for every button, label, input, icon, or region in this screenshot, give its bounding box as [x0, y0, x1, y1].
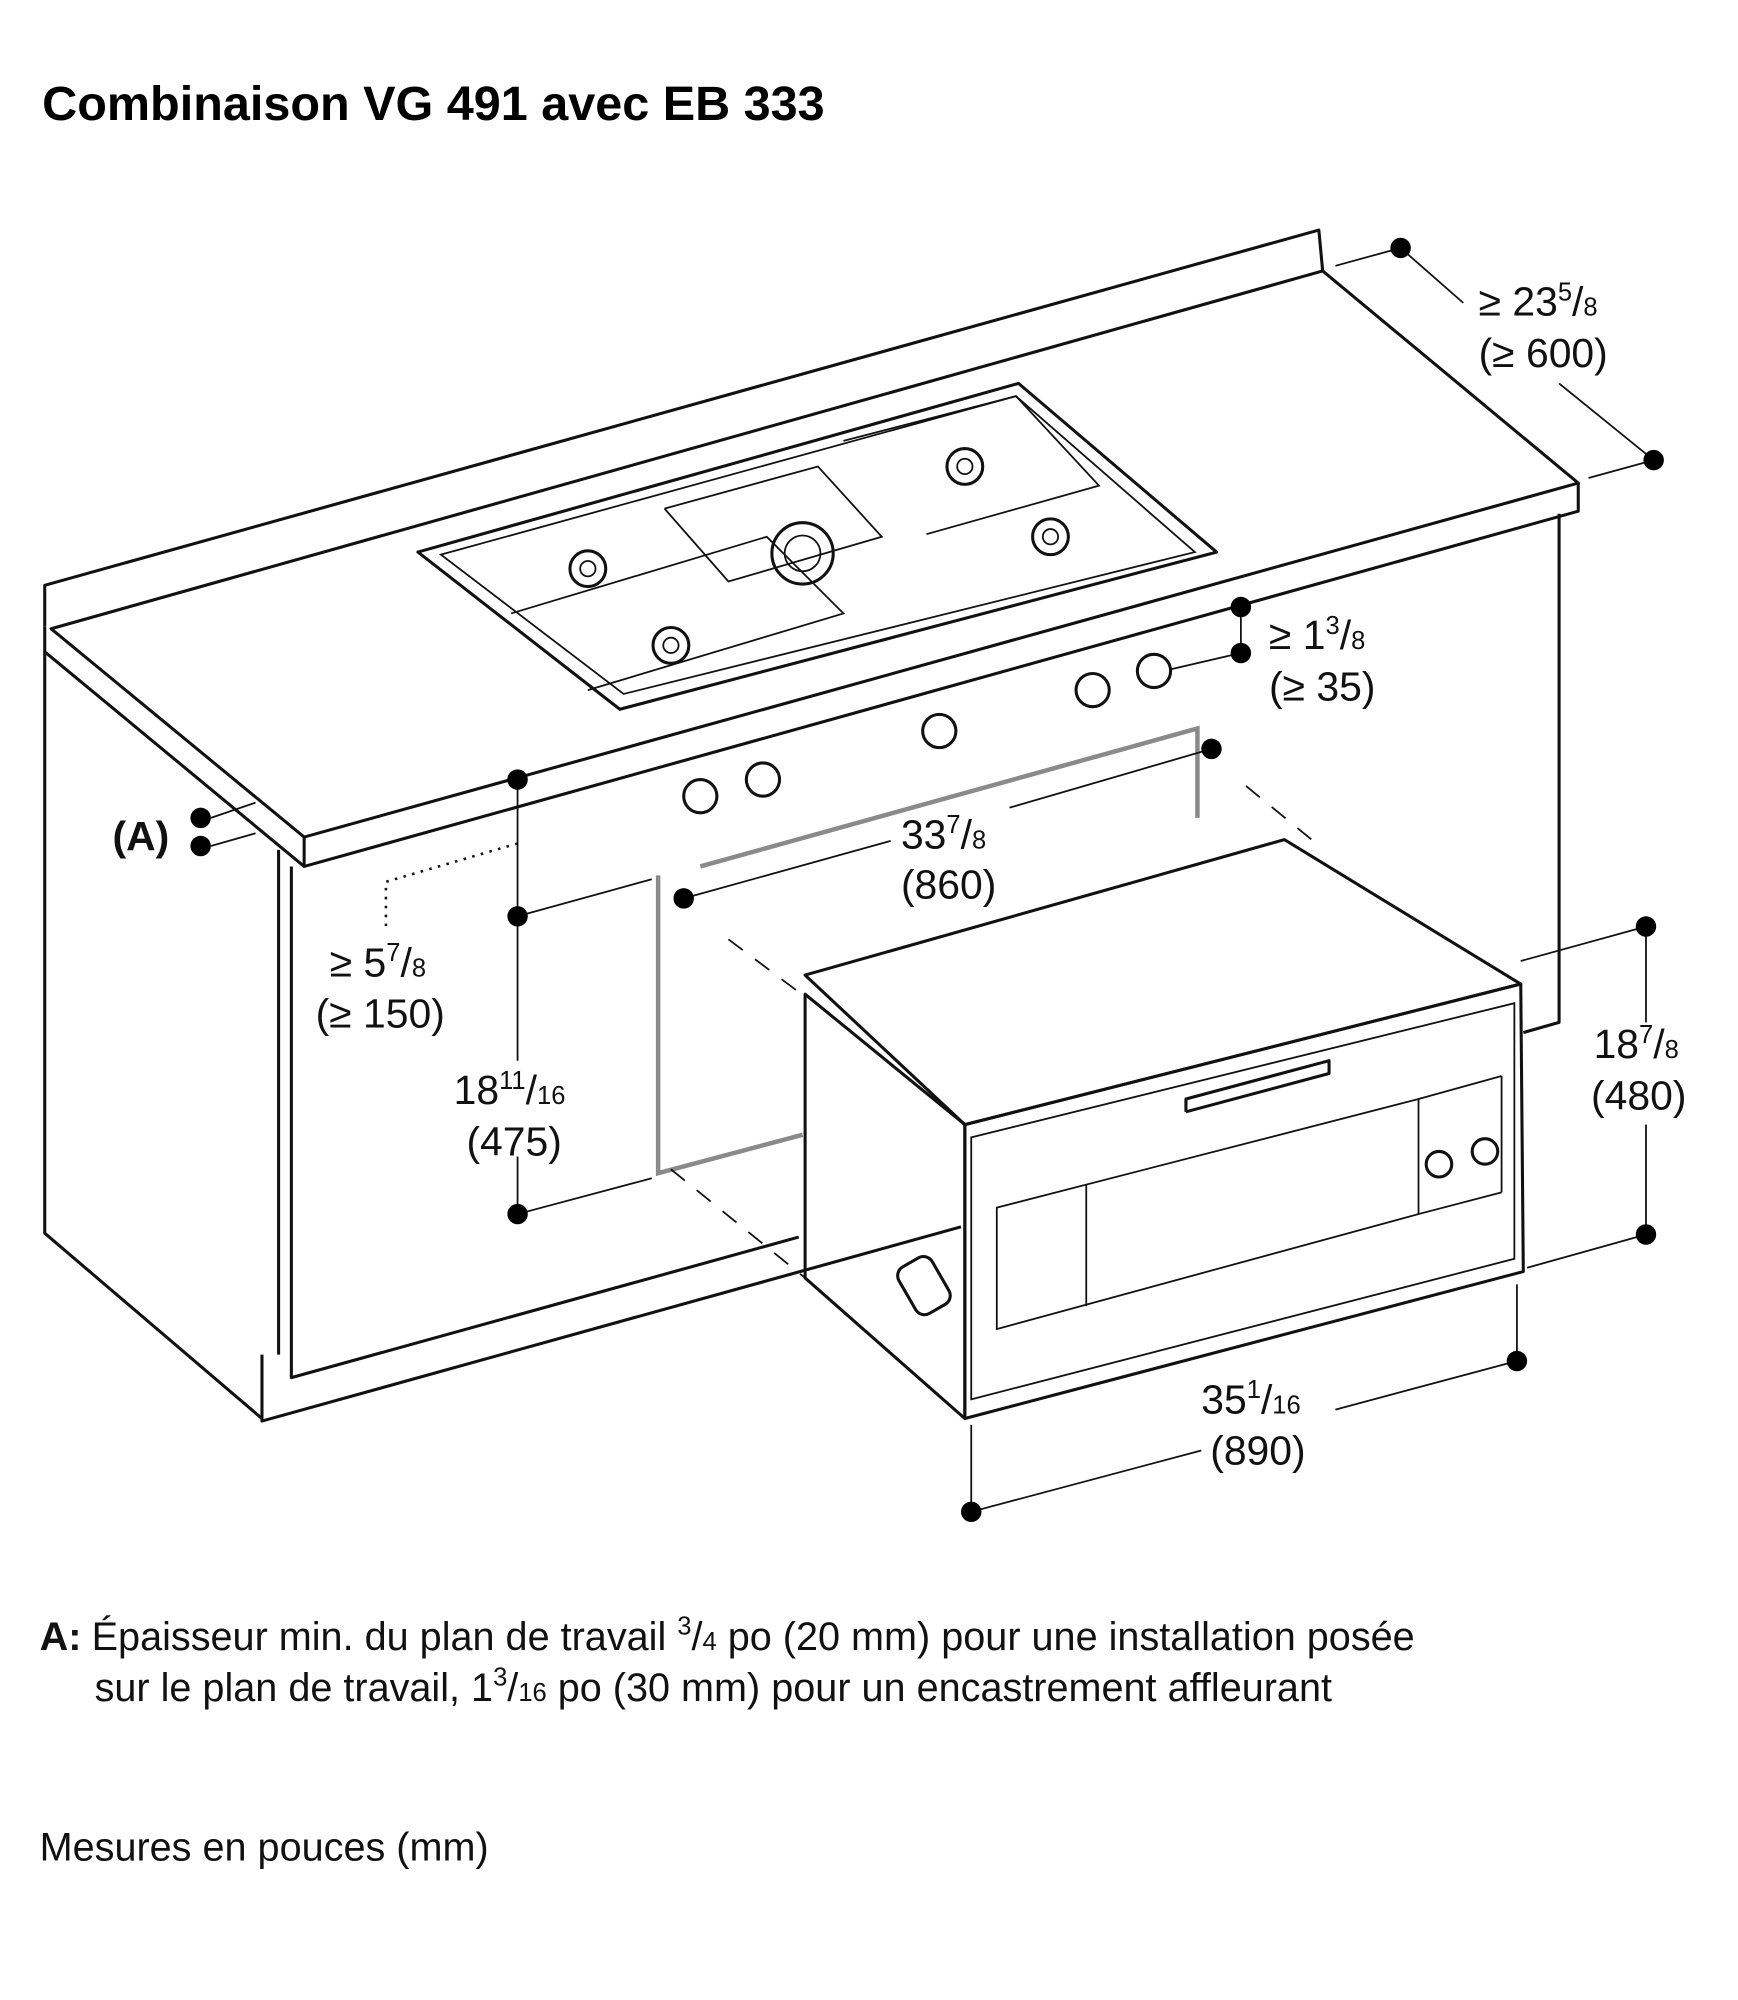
cabinet [43, 513, 1561, 1423]
footnote-a: A:Épaisseur min. du plan de travail 3/4 … [40, 1612, 1415, 1709]
knob-icon [1470, 1137, 1500, 1166]
svg-text:(≥ 150): (≥ 150) [316, 990, 445, 1036]
svg-text:(890): (890) [1210, 1428, 1305, 1474]
burner-icon [568, 549, 608, 589]
svg-text:A:Épaisseur min. du plan de tr: A:Épaisseur min. du plan de travail 3/4 … [40, 1612, 1415, 1658]
gas-cooktop [416, 381, 1219, 711]
countertop [43, 228, 1580, 868]
dim-knob-gap: ≥ 13/8 (≥ 35) [1269, 612, 1375, 709]
knob-icon [921, 712, 958, 750]
svg-text:(≥ 35): (≥ 35) [1269, 663, 1375, 709]
knob-icon [1424, 1149, 1454, 1179]
burner-icon [651, 625, 691, 665]
knob-icon [1074, 671, 1111, 709]
dimension-lines [190, 237, 1664, 1523]
diagram-title: Combinaison VG 491 avec EB 333 [42, 77, 825, 131]
dim-oven-width: 351/16 (890) [1201, 1376, 1305, 1473]
dim-cutout-height: 1811/16 (475) [454, 1067, 566, 1164]
svg-text:(860): (860) [901, 861, 996, 907]
svg-text:(≥ 600): (≥ 600) [1479, 330, 1608, 376]
svg-text:1811/16: 1811/16 [454, 1067, 566, 1113]
dim-depth: ≥ 235/8 (≥ 600) [1479, 278, 1608, 375]
units-note: Mesures en pouces (mm) [40, 1826, 489, 1870]
svg-text:sur le plan de travail, 13/16: sur le plan de travail, 13/16 po (30 mm)… [95, 1664, 1332, 1710]
built-in-oven [803, 838, 1525, 1421]
dim-oven-height: 187/8 (480) [1591, 1021, 1686, 1118]
oven-cutout [655, 875, 804, 1177]
label-a: (A) [112, 813, 169, 859]
svg-text:(475): (475) [466, 1118, 561, 1164]
handle-icon [1184, 1059, 1331, 1114]
knob-icon [682, 778, 719, 815]
control-knobs [682, 652, 1173, 815]
svg-text:187/8: 187/8 [1594, 1021, 1679, 1067]
dim-clearance: ≥ 57/8 (≥ 150) [316, 939, 445, 1036]
svg-text:351/16: 351/16 [1201, 1376, 1300, 1422]
knob-icon [1135, 652, 1173, 690]
burner-icon [945, 447, 985, 486]
svg-text:≥ 57/8: ≥ 57/8 [330, 939, 426, 985]
knob-icon [744, 761, 782, 798]
svg-text:337/8: 337/8 [901, 811, 986, 857]
svg-text:(480): (480) [1591, 1072, 1686, 1118]
burner-icon [1031, 517, 1070, 557]
svg-text:≥ 235/8: ≥ 235/8 [1479, 278, 1598, 324]
dim-cutout-width: 337/8 (860) [901, 811, 996, 907]
svg-text:≥ 13/8: ≥ 13/8 [1269, 612, 1365, 658]
burner-icon [770, 521, 835, 586]
